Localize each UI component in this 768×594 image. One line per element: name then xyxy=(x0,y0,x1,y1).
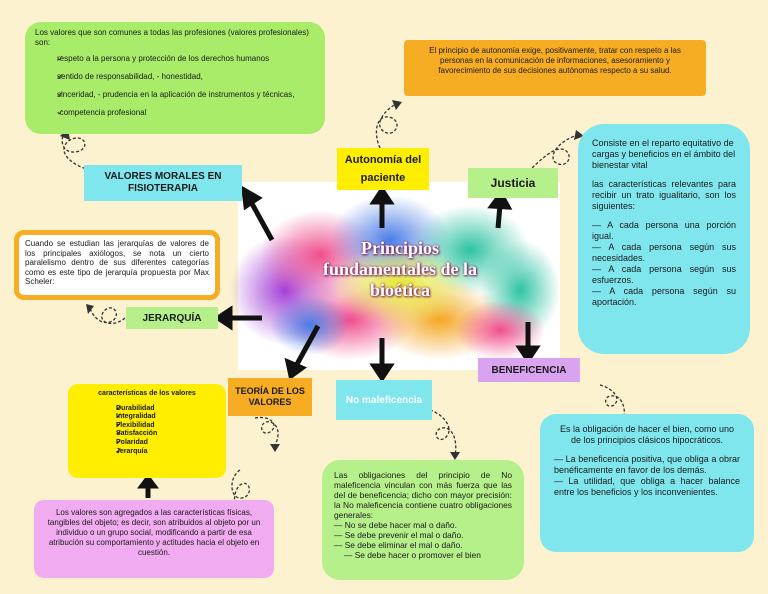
justicia-list: — A cada persona una porción igual. — A … xyxy=(592,220,736,308)
center-title-line-2: fundamentales de la xyxy=(322,259,477,279)
center-title-line-3: bioética xyxy=(370,280,430,300)
list-item: Polaridad xyxy=(102,439,214,448)
beneficencia-list: — La beneficencia positiva, que obliga a… xyxy=(554,454,740,498)
justicia-p2: las características relevantes para reci… xyxy=(592,179,736,211)
jerarquia-label: JERARQUÍA xyxy=(126,307,218,329)
justicia-p1: Consiste en el reparto equitativo de car… xyxy=(592,138,736,170)
list-item: -competencia profesional xyxy=(35,108,315,118)
list-item: — Se debe eliminar el mal o daño. xyxy=(334,540,463,550)
no-maleficencia-label: No maleficencia xyxy=(336,380,432,420)
beneficencia-p1: Es la obligación de hacer el bien, como … xyxy=(559,424,735,445)
valores-profesionales-box: Los valores que son comunes a todas las … xyxy=(25,22,325,134)
center-title-line-1: Principios xyxy=(360,238,439,258)
list-item: sentido de responsabilidad, - honestidad… xyxy=(35,72,315,82)
list-item: Jerarquía xyxy=(102,448,214,457)
list-item: Durabilidad xyxy=(102,405,214,414)
autonomia-label: Autonomía del paciente xyxy=(337,148,429,190)
valores-profesionales-intro: Los valores que son comunes a todas las … xyxy=(35,28,309,47)
list-item: — Se debe prevenir el mal o daño. xyxy=(334,530,464,540)
list-item: — A cada persona según su aportación. xyxy=(592,286,736,307)
no-maleficencia-description-box: Las obligaciones del principio de No mal… xyxy=(322,460,524,580)
list-item: respeto a la persona y protección de los… xyxy=(35,54,315,64)
autonomia-description-box: El principio de autonomía exige, positiv… xyxy=(404,40,706,96)
list-item: — No se debe hacer mal o daño. xyxy=(334,520,457,530)
list-item: — La beneficencia positiva, que obliga a… xyxy=(554,454,740,475)
list-item: — A cada persona según sus necesidades. xyxy=(592,242,736,263)
valores-profesionales-list: respeto a la persona y protección de los… xyxy=(35,54,315,118)
curly-arrows xyxy=(61,103,626,516)
teoria-label: TEORÍA DE LOS VALORES xyxy=(228,378,312,416)
center-title: Principios fundamentales de la bioética xyxy=(280,238,520,301)
justicia-description-box: Consiste en el reparto equitativo de car… xyxy=(578,124,750,354)
list-item: Flexibilidad xyxy=(102,422,214,431)
caracteristicas-list: Durabilidad Integralidad Flexibilidad Sa… xyxy=(80,405,214,457)
no-maleficencia-list: — No se debe hacer mal o daño. — Se debe… xyxy=(334,520,512,560)
justicia-label: Justicia xyxy=(468,168,558,198)
list-item: — Se debe hacer o promover el bien xyxy=(344,550,481,560)
no-maleficencia-intro: Las obligaciones del principio de No mal… xyxy=(334,470,512,520)
connector-arrows xyxy=(137,185,541,498)
list-item: — A cada persona según sus esfuerzos. xyxy=(592,264,736,285)
valores-morales-label: VALORES MORALES EN FISIOTERAPIA xyxy=(84,165,242,201)
autonomia-description: El principio de autonomía exige, positiv… xyxy=(429,46,681,75)
jerarquia-description: Cuando se estudian las jerarquías de val… xyxy=(25,239,209,286)
beneficencia-label: BENEFICENCIA xyxy=(478,358,580,382)
teoria-description-box: Los valores son agregados a las caracter… xyxy=(34,500,274,578)
beneficencia-description-box: Es la obligación de hacer el bien, como … xyxy=(540,414,754,552)
caracteristicas-title: características de los valores xyxy=(98,390,196,397)
list-item: Satisfacción xyxy=(102,430,214,439)
list-item: Integralidad xyxy=(102,413,214,422)
teoria-description: Los valores son agregados a las caracter… xyxy=(47,508,261,557)
list-item: sinceridad, - prudencia en la aplicación… xyxy=(35,90,315,100)
caracteristicas-box: características de los valores Durabilid… xyxy=(68,384,226,478)
list-item: — A cada persona una porción igual. xyxy=(592,220,736,241)
list-item: — La utilidad, que obliga a hacer balanc… xyxy=(554,476,740,497)
jerarquia-description-box: Cuando se estudian las jerarquías de val… xyxy=(14,230,220,300)
